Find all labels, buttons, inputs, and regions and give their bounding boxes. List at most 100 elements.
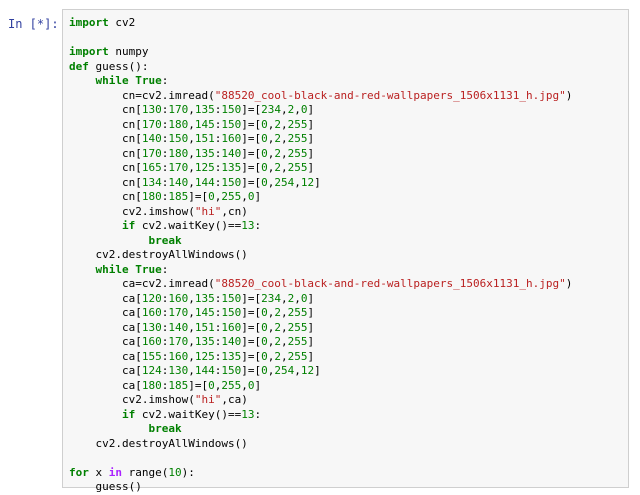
code-token: : xyxy=(161,291,169,305)
code-token: 150 xyxy=(221,291,242,305)
code-line: break xyxy=(69,422,572,437)
code-token: True xyxy=(135,74,162,87)
code-line: cn[134:140,144:150]=[0,254,12] xyxy=(69,176,572,191)
code-token: 10 xyxy=(168,465,182,479)
code-token: 0 xyxy=(261,117,268,131)
code-token: 150 xyxy=(221,364,242,377)
code-token: 160 xyxy=(168,291,189,305)
code-token: 150 xyxy=(168,132,189,145)
code-token: 145 xyxy=(194,306,215,319)
code-token: while xyxy=(95,74,129,87)
code-token: : xyxy=(161,175,169,189)
code-token: 234 xyxy=(261,291,281,305)
code-token: cn[ xyxy=(69,103,142,116)
code-token: 185 xyxy=(168,378,189,392)
code-token: 180 xyxy=(141,190,162,203)
code-token: 2 xyxy=(274,161,281,174)
code-token: guess(): xyxy=(88,59,149,73)
code-token: cn=cv2.imread( xyxy=(69,88,215,102)
code-token: 2 xyxy=(274,117,281,131)
code-token: 0 xyxy=(247,190,255,203)
code-token: cv2.waitKey()== xyxy=(135,219,242,232)
code-line: while True: xyxy=(69,74,572,89)
code-line: cv2.imshow("hi",cn) xyxy=(69,205,572,220)
code-token: if xyxy=(121,219,136,232)
code-line: guess() xyxy=(69,480,572,495)
code-token: 2 xyxy=(274,320,281,334)
code-token: 160 xyxy=(141,306,162,319)
code-token: : xyxy=(214,175,222,189)
code-token: : xyxy=(161,306,169,319)
code-token: 135 xyxy=(194,146,215,160)
code-line: ca[120:160,135:150]=[234,2,0] xyxy=(69,292,572,307)
code-token: 151 xyxy=(194,132,215,145)
code-line: ca[180:185]=[0,255,0] xyxy=(69,379,572,394)
code-token: ] xyxy=(307,103,315,116)
code-token: , xyxy=(188,349,195,363)
code-token: : xyxy=(161,74,169,87)
code-token: in xyxy=(108,465,122,479)
code-token: , xyxy=(188,175,195,189)
code-token: cn[ xyxy=(69,146,142,160)
code-token xyxy=(69,408,122,421)
code-token: 150 xyxy=(221,103,242,116)
code-token: ca[ xyxy=(69,378,142,392)
code-token: "88520_cool-black-and-red-wallpapers_150… xyxy=(214,88,566,102)
code-token: 0 xyxy=(261,349,268,363)
code-token: 0 xyxy=(261,364,268,377)
code-line: import cv2 xyxy=(69,16,572,31)
code-token: cn[ xyxy=(69,190,142,203)
code-line: while True: xyxy=(69,263,572,278)
code-token: : xyxy=(214,291,222,305)
code-token: , xyxy=(267,117,275,131)
code-token: 160 xyxy=(221,132,242,145)
code-line: ca=cv2.imread("88520_cool-black-and-red-… xyxy=(69,277,572,292)
code-token: 151 xyxy=(194,320,215,334)
code-token: 135 xyxy=(194,103,215,116)
code-token: numpy xyxy=(108,45,149,58)
code-token: 140 xyxy=(168,320,189,334)
cell-input-prompt: In [*]: xyxy=(8,17,59,31)
code-token: 2 xyxy=(274,349,281,363)
code-token: if xyxy=(121,407,136,421)
code-token: 180 xyxy=(168,117,189,131)
code-token: , xyxy=(280,320,288,334)
code-token: , xyxy=(280,291,288,305)
code-token: ]=[ xyxy=(241,320,262,334)
code-token: ] xyxy=(307,161,315,174)
code-token: 125 xyxy=(194,161,215,174)
code-line: if cv2.waitKey()==13: xyxy=(69,408,572,423)
code-token: , xyxy=(188,291,195,305)
code-token: , xyxy=(267,320,275,334)
code-token: ]=[ xyxy=(241,146,262,160)
code-token: ca[ xyxy=(69,306,142,319)
code-token: 0 xyxy=(261,175,268,189)
code-token: , xyxy=(294,103,301,116)
code-token xyxy=(69,422,148,435)
code-token: ) xyxy=(565,88,573,102)
code-token: ]=[ xyxy=(241,364,262,377)
code-token: 170 xyxy=(168,161,189,174)
code-line: cv2.destroyAllWindows() xyxy=(69,437,572,452)
code-token: 234 xyxy=(261,103,281,116)
code-token: ca[ xyxy=(69,291,142,305)
code-line: if cv2.waitKey()==13: xyxy=(69,219,572,234)
code-token: 144 xyxy=(194,364,215,377)
code-token: , xyxy=(214,190,222,203)
code-token: , xyxy=(188,335,195,348)
code-token: ] xyxy=(254,378,262,392)
code-token: 255 xyxy=(287,161,308,174)
code-token: 0 xyxy=(300,103,308,116)
code-token: , xyxy=(294,364,301,377)
code-token: 0 xyxy=(300,291,308,305)
code-token: 140 xyxy=(221,146,242,160)
code-token: : xyxy=(161,335,169,348)
code-token: ,cn) xyxy=(221,204,248,218)
code-token: ]=[ xyxy=(241,175,262,189)
code-token: , xyxy=(188,146,195,160)
code-token: , xyxy=(280,117,288,131)
code-token: 120 xyxy=(141,291,162,305)
code-token: 170 xyxy=(168,306,189,319)
